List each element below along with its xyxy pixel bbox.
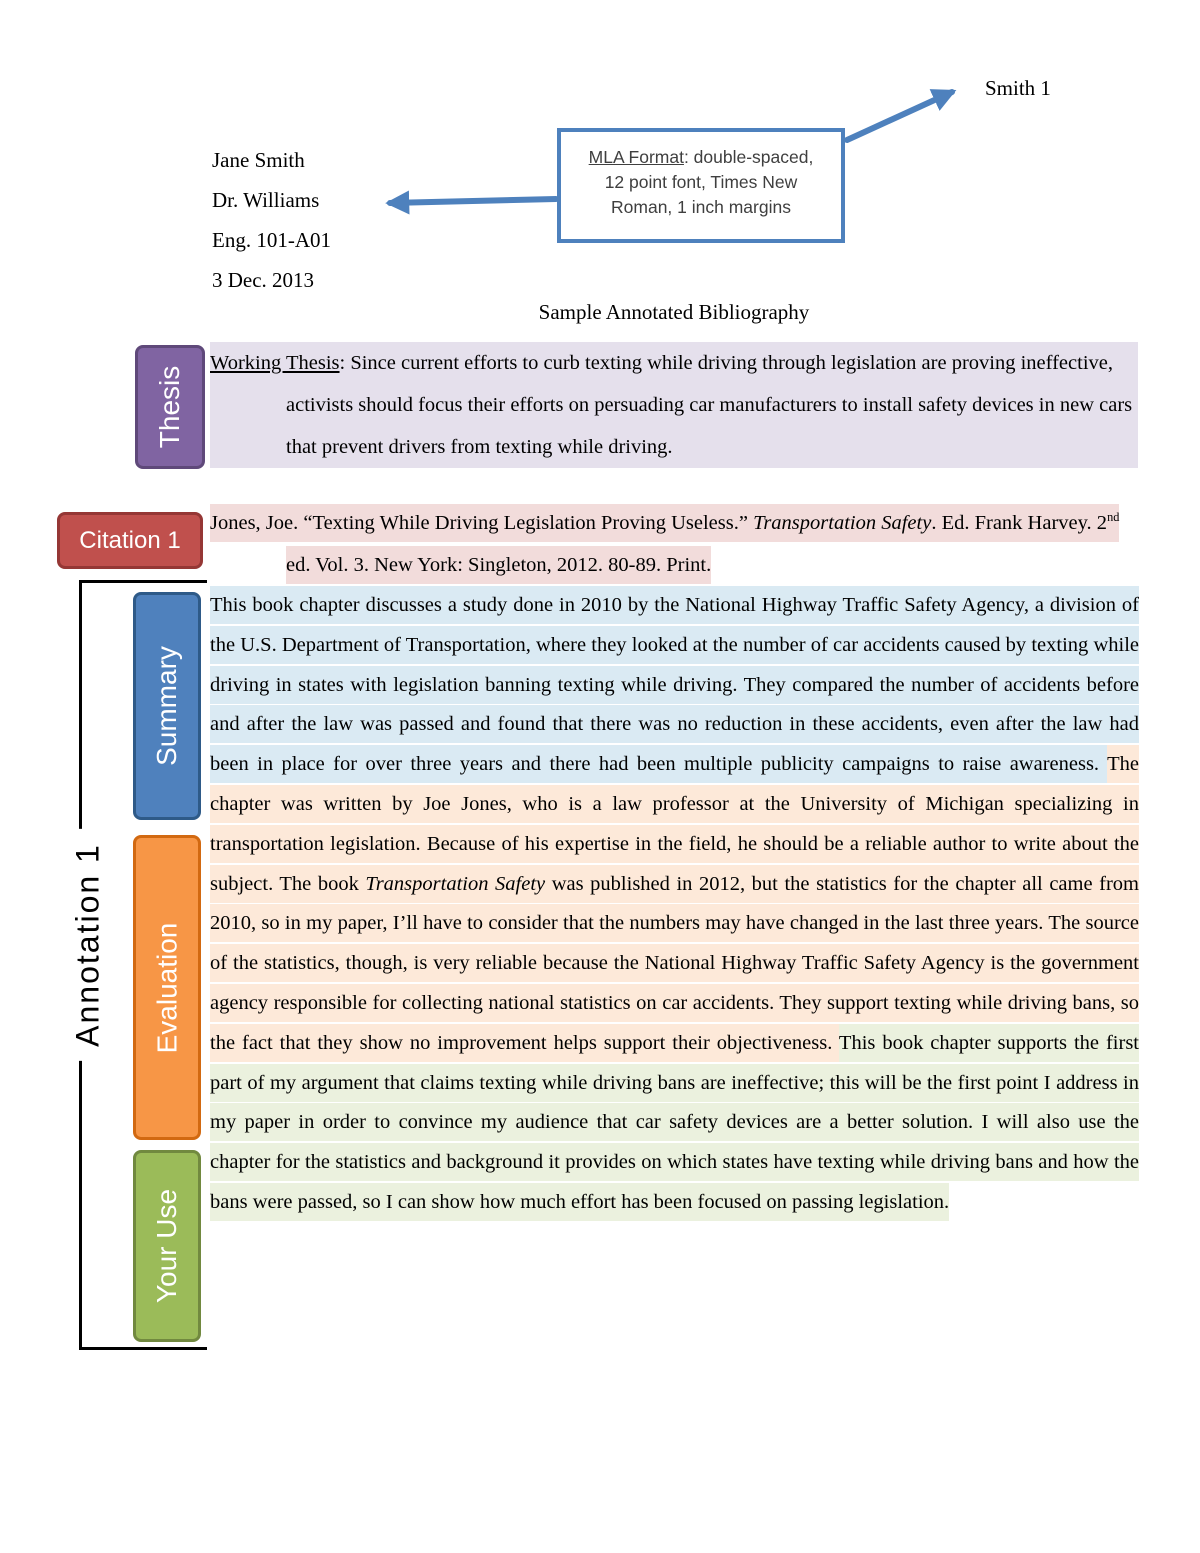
evaluation-text-pre: The chapter was written by Joe Jones, wh… — [210, 753, 1139, 895]
thesis-block: Working Thesis: Since current efforts to… — [210, 342, 1138, 468]
summary-text: This book chapter discusses a study done… — [210, 586, 1139, 784]
callout-text: : double-spaced, 12 point font, Times Ne… — [604, 147, 814, 217]
your-use-tab-label: Your Use — [151, 1188, 182, 1304]
citation-text-italic: Transportation Safety — [753, 512, 932, 534]
heading-instructor: Dr. Williams — [212, 188, 320, 212]
page-number: Smith 1 — [985, 76, 1051, 100]
summary-tab-label: Summary — [151, 646, 183, 766]
arrow-to-page-number — [844, 89, 957, 143]
evaluation-text-italic: Transportation Safety — [365, 872, 546, 895]
citation-tab: Citation 1 — [57, 512, 203, 569]
evaluation-tab-label: Evaluation — [151, 922, 183, 1053]
mla-format-callout: MLA Format: double-spaced, 12 point font… — [557, 128, 845, 243]
citation-text-post: ed. Vol. 3. New York: Singleton, 2012. 8… — [286, 554, 712, 576]
document-title: Sample Annotated Bibliography — [538, 300, 810, 324]
heading-course: Eng. 101-A01 — [212, 228, 331, 252]
annotation-bracket-top — [79, 580, 207, 583]
citation-tab-label: Citation 1 — [79, 526, 181, 554]
thesis-label: Working Thesis — [210, 352, 340, 374]
your-use-tab: Your Use — [133, 1150, 201, 1342]
annotation-label: Annotation 1 — [63, 829, 113, 1061]
evaluation-text-post: was published in 2012, but the statistic… — [210, 872, 1139, 1054]
evaluation-text: The chapter was written by Joe Jones, wh… — [210, 745, 1139, 1062]
citation-superscript: nd — [1107, 510, 1120, 525]
citation-text-pre: Jones, Joe. “Texting While Driving Legis… — [210, 512, 754, 534]
evaluation-tab: Evaluation — [133, 835, 201, 1140]
annotation-paragraph: This book chapter discusses a study done… — [210, 586, 1140, 1223]
citation-block: Jones, Joe. “Texting While Driving Legis… — [210, 502, 1140, 586]
heading-date: 3 Dec. 2013 — [212, 268, 315, 292]
summary-tab: Summary — [133, 592, 201, 820]
heading-author: Jane Smith — [212, 148, 305, 172]
thesis-tab-label: Thesis — [154, 365, 185, 449]
arrow-to-heading — [385, 190, 559, 215]
thesis-tab: Thesis — [135, 345, 205, 469]
citation-text: Jones, Joe. “Texting While Driving Legis… — [210, 504, 1120, 584]
annotation-bracket-bottom — [79, 1347, 207, 1350]
mla-heading: Jane Smith Dr. Williams Eng. 101-A01 3 D… — [212, 140, 331, 300]
citation-text-mid: . Ed. Frank Harvey. 2 — [931, 512, 1108, 534]
callout-label: MLA Format — [588, 147, 684, 167]
thesis-text: : Since current efforts to curb texting … — [286, 352, 1133, 458]
